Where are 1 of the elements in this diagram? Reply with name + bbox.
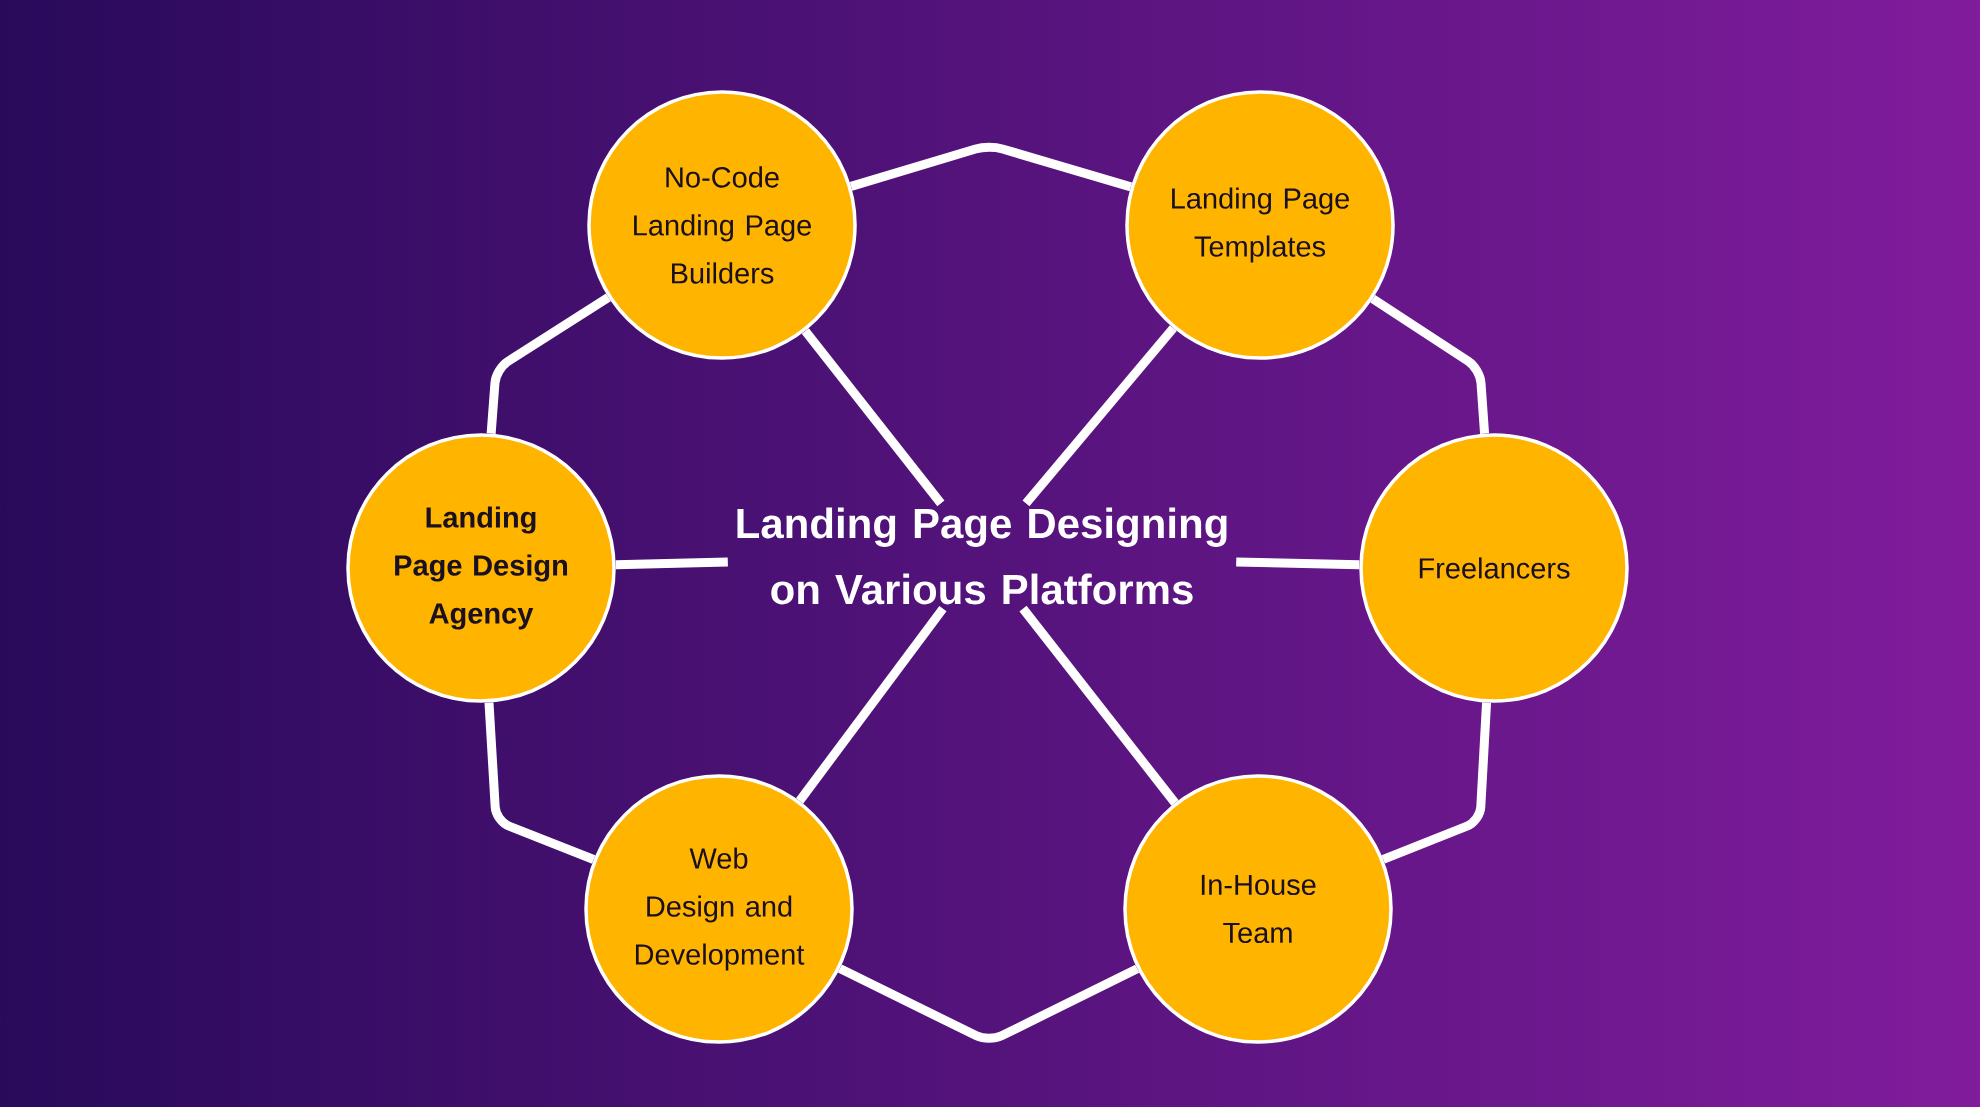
title-text: Landing Page Designing on Various Platforms — [737, 507, 1227, 605]
